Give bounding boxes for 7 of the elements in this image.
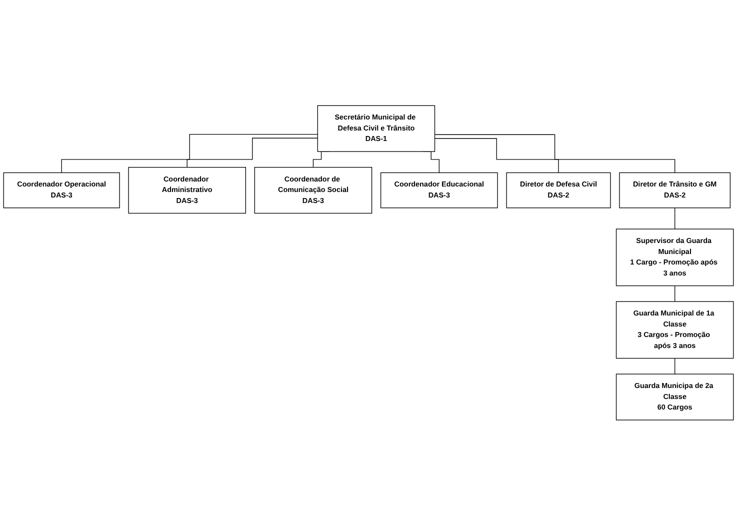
connector xyxy=(674,358,676,375)
connector xyxy=(61,134,318,174)
connector xyxy=(186,138,318,168)
connector xyxy=(674,286,676,302)
connector xyxy=(434,134,676,174)
connector xyxy=(674,208,676,230)
connector xyxy=(434,138,559,174)
